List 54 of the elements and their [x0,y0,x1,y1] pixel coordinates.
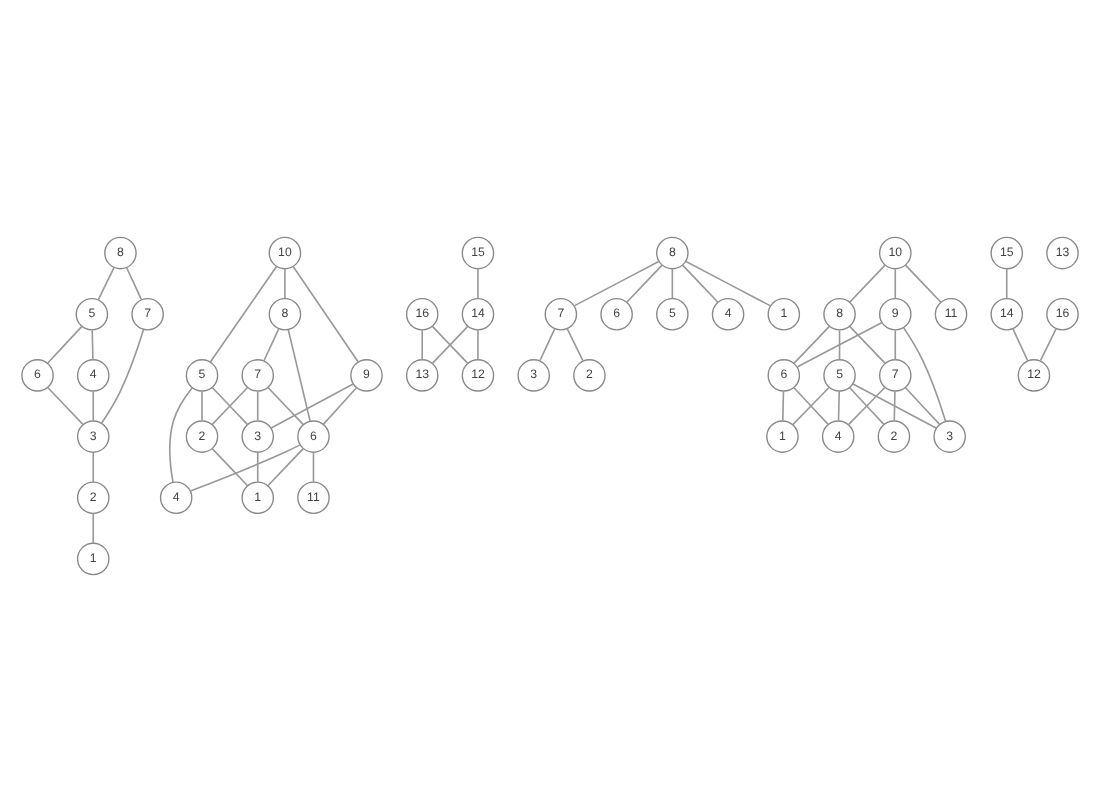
connector [671,267,674,299]
connector [100,328,145,424]
connector [894,328,897,360]
connector [1005,267,1008,299]
connector [902,325,947,421]
connector [91,328,94,360]
connector [263,327,280,361]
connector [292,264,360,362]
connector [1012,327,1029,361]
connector [189,443,301,491]
connector [796,320,883,367]
connector [681,263,719,303]
connector [431,324,469,364]
connector [904,385,941,424]
connector [793,324,831,364]
connector [538,327,556,361]
connector [267,385,305,425]
connector [312,450,315,482]
connector [685,259,771,306]
connector [97,265,115,300]
connector [848,324,886,364]
connector [477,267,479,299]
connector [46,385,84,425]
connector [287,327,311,421]
connector [125,266,143,300]
connector [904,263,942,303]
connector [270,382,354,428]
connector [421,328,424,360]
connector [848,263,886,303]
connector [566,326,584,361]
connector [894,267,897,299]
connector [1039,326,1057,361]
connector [92,450,95,482]
connector [46,324,83,363]
connector [893,389,896,421]
connector [322,386,358,425]
connector [837,389,841,421]
connector [284,267,286,299]
connector [477,328,479,360]
connector [256,389,259,421]
connector [852,382,937,428]
connector [92,389,95,421]
connector [209,264,278,362]
connector [256,450,259,482]
connector [625,263,663,303]
connector [201,389,203,421]
connector [211,446,249,486]
connector [169,386,194,482]
connector [267,446,305,486]
connector [211,385,249,425]
connector [781,389,785,421]
connector [92,512,95,543]
connector [838,328,841,360]
connector [573,259,660,306]
